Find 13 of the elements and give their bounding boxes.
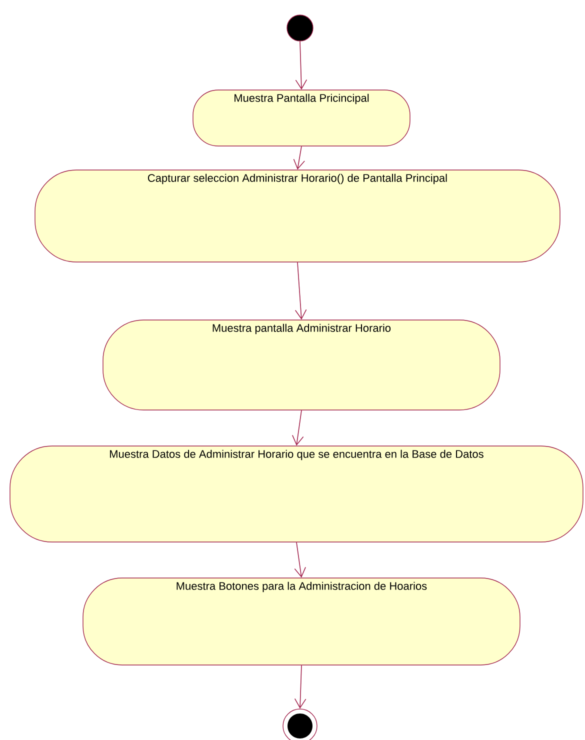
activity-box: Muestra pantalla Administrar Horario xyxy=(102,320,500,410)
end-node xyxy=(282,708,318,740)
arrow xyxy=(294,664,306,709)
arrow xyxy=(293,146,305,170)
arrow xyxy=(292,410,304,446)
arrow xyxy=(295,40,308,90)
activity-box: Muestra Botones para la Administracion de Hoarios xyxy=(82,578,520,666)
start-node xyxy=(286,14,314,42)
activity-box: Muestra Pantalla Pricincipal xyxy=(192,90,410,146)
activity-box: Muestra Datos de Administrar Horario que se encuentra en la Base de Datos xyxy=(10,446,584,542)
arrow xyxy=(294,262,307,320)
arrow xyxy=(294,542,306,578)
activity-box: Capturar seleccion Administrar Horario() de Pantalla Principal xyxy=(34,170,560,262)
